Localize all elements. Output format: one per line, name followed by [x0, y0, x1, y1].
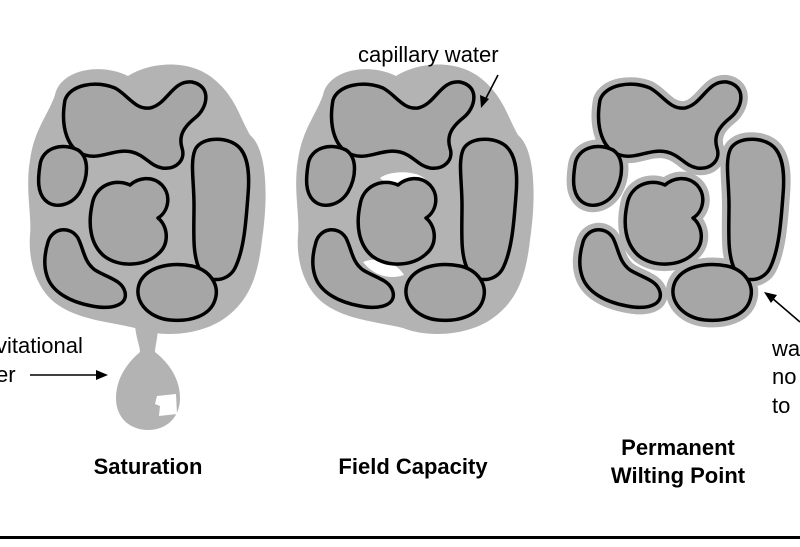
gravitational-water-label-line1: vitational	[0, 333, 83, 358]
capillary-water-annotation: capillary water	[358, 42, 499, 108]
wilting-point-caption-line1: Permanent	[621, 435, 735, 460]
wilting-point-panel: Permanent Wilting Point	[574, 82, 784, 488]
unavailable-water-label-line3: to	[772, 393, 790, 418]
field-capacity-panel: Field Capacity	[296, 64, 534, 479]
capillary-water-arrow	[483, 74, 499, 103]
gravitational-water-arrowhead	[96, 370, 108, 380]
unavailable-water-label-line1: wa	[771, 336, 800, 361]
saturation-caption: Saturation	[94, 454, 203, 479]
wilting-point-grains	[574, 82, 784, 320]
unavailable-water-label-line2: no	[772, 364, 796, 389]
air-bubble	[155, 394, 177, 416]
unavailable-water-arrow	[771, 297, 800, 323]
air-pocket-lower	[363, 259, 404, 278]
field-capacity-caption: Field Capacity	[338, 454, 488, 479]
saturation-panel: Saturation	[28, 64, 266, 479]
unavailable-water-arrowhead	[764, 292, 777, 303]
gravitational-water-label-line2: er	[0, 362, 16, 387]
capillary-water-arrowhead	[480, 95, 489, 108]
wilting-point-caption-line2: Wilting Point	[611, 463, 746, 488]
unavailable-water-annotation: wa no to	[764, 292, 800, 418]
bottom-rule	[0, 536, 800, 539]
capillary-water-label: capillary water	[358, 42, 499, 67]
gravitational-water-annotation: vitational er	[0, 333, 108, 387]
